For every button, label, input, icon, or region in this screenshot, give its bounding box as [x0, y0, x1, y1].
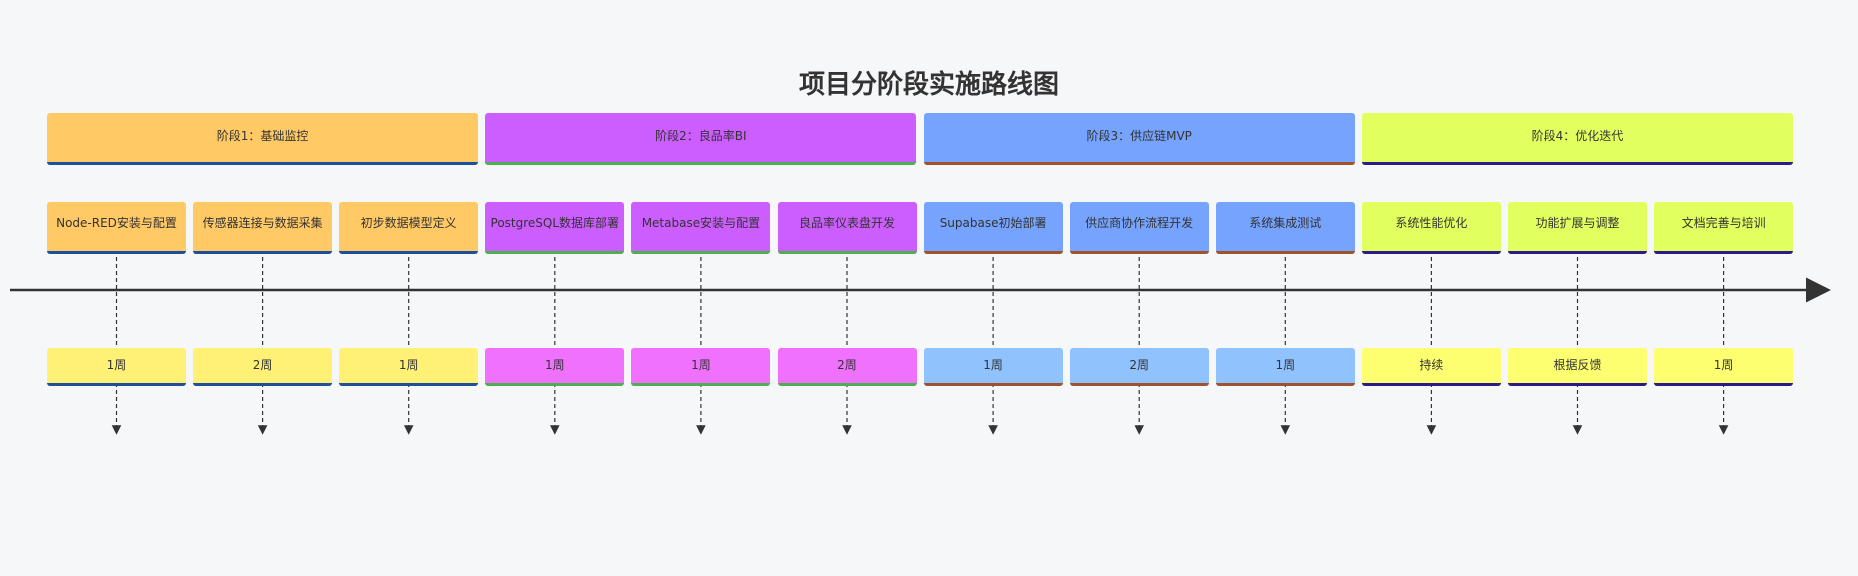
task-box: 功能扩展与调整: [1508, 202, 1647, 254]
duration-box: 1周: [631, 348, 771, 386]
duration-box: 1周: [47, 348, 186, 386]
task-box: 文档完善与培训: [1654, 202, 1794, 254]
phase-3: 阶段3：供应链MVP: [923, 113, 1355, 165]
duration-box: 1周: [485, 348, 625, 386]
task-box: 系统集成测试: [1215, 202, 1355, 254]
task-box: 传感器连接与数据采集: [193, 202, 333, 254]
task-box: 良品率仪表盘开发: [777, 202, 917, 254]
task-box: 初步数据模型定义: [339, 202, 479, 254]
duration-box: 2周: [193, 348, 333, 386]
task-box: 系统性能优化: [1361, 202, 1501, 254]
duration-box: 2周: [1069, 348, 1209, 386]
phase-4: 阶段4：优化迭代: [1361, 113, 1794, 165]
task-box: PostgreSQL数据库部署: [485, 202, 625, 254]
task-box: Metabase安装与配置: [631, 202, 771, 254]
duration-box: 持续: [1361, 348, 1501, 386]
duration-box: 1周: [923, 348, 1063, 386]
phase-2: 阶段2：良品率BI: [485, 113, 917, 165]
duration-box: 1周: [1654, 348, 1794, 386]
duration-box: 根据反馈: [1508, 348, 1647, 386]
task-box: Node-RED安装与配置: [47, 202, 186, 254]
page-title: 项目分阶段实施路线图: [798, 70, 1059, 100]
duration-box: 1周: [339, 348, 479, 386]
phase-1: 阶段1：基础监控: [47, 113, 479, 165]
duration-box: 1周: [1215, 348, 1355, 386]
task-box: 供应商协作流程开发: [1069, 202, 1209, 254]
task-box: Supabase初始部署: [923, 202, 1063, 254]
duration-box: 2周: [777, 348, 917, 386]
